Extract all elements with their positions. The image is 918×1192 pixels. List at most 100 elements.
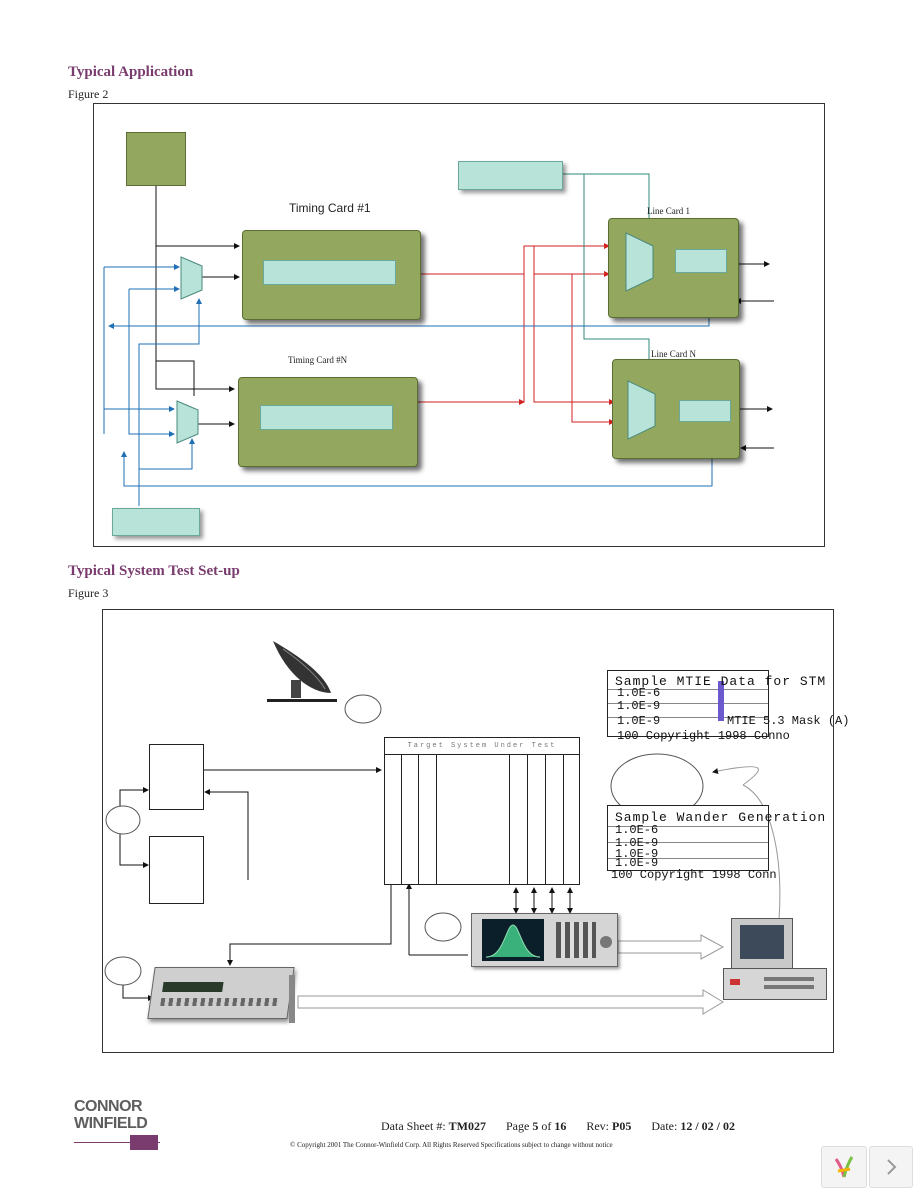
clock-circle-bottom [104, 956, 142, 986]
analyzer-keypad [556, 922, 596, 958]
divider [436, 754, 437, 884]
section-title-typical-application: Typical Application [68, 64, 194, 80]
divider [545, 754, 546, 884]
test-box-upper [149, 744, 204, 810]
logo-badge [130, 1135, 158, 1150]
mtie-chart-row: 1.0E-9 [617, 714, 661, 728]
divider [608, 717, 768, 718]
logo-rule [74, 1142, 160, 1143]
analyzer-screen [482, 919, 544, 961]
company-logo: CONNOR WINFIELD [74, 1098, 160, 1151]
line-card-n-mux [627, 380, 656, 440]
line-card-1 [608, 218, 739, 318]
divider [608, 858, 768, 859]
rev-label: Rev: [586, 1119, 609, 1133]
computer-base [723, 968, 827, 1000]
drive-slot [764, 985, 814, 989]
footer-data-line: Data Sheet #: TM027 Page 5 of 16 Rev: P0… [381, 1119, 735, 1134]
mtie-chart-panel [607, 670, 769, 737]
line-card-n-module [679, 400, 731, 422]
page-label: Page [506, 1119, 530, 1133]
date-label: Date: [651, 1119, 678, 1133]
figure-3-diagram: Target System Under Test Sample MTIE Dat… [102, 609, 849, 1053]
divider [608, 826, 768, 827]
wander-chart-row: 1.0E-9 [615, 847, 659, 861]
mux-1 [180, 256, 203, 300]
mtie-chart-row: 1.0E-9 [617, 699, 661, 713]
wander-chart-panel [607, 805, 769, 871]
page-total: 16 [554, 1119, 567, 1133]
external-reference-box [112, 508, 200, 536]
data-sheet-label: Data Sheet #: [381, 1119, 446, 1133]
satellite-dish-icon [267, 641, 337, 702]
monitor-screen [740, 925, 784, 959]
timing-card-1-title: Timing Card #1 [289, 201, 371, 215]
figure-2-label: Figure 2 [68, 87, 109, 101]
next-page-button[interactable] [869, 1146, 913, 1188]
logo-wave-mark [74, 1134, 160, 1151]
analyzer-knob [600, 936, 612, 948]
spectrum-analyzer [471, 913, 618, 967]
figure-2-diagram: Timing Card #1 Timing Card #N Line Card … [93, 103, 825, 547]
viewer-logo-icon [834, 1156, 854, 1178]
logo-connor: CONNOR [74, 1098, 143, 1115]
clock-circle-left [105, 805, 141, 835]
mtie-chart-row: 1.0E-6 [617, 686, 661, 700]
line-card-1-title: Line Card 1 [647, 206, 690, 216]
mtie-chart-row: MTIE 5.3 Mask (A) [727, 714, 850, 728]
divider [608, 689, 768, 690]
power-led [730, 979, 740, 985]
line-card-1-mux [625, 232, 654, 292]
rev-value: P05 [612, 1119, 632, 1133]
reference-source-box [126, 132, 186, 186]
divider [401, 754, 402, 884]
timing-card-n-title: Timing Card #N [288, 355, 348, 365]
counter-display [162, 982, 224, 992]
timing-card-n [238, 377, 418, 467]
frequency-counter [147, 967, 295, 1019]
drive-slot [764, 977, 814, 981]
line-card-1-module [675, 249, 727, 273]
timing-card-1 [242, 230, 421, 320]
timing-card-n-module [260, 405, 393, 430]
page-value: 5 [532, 1119, 539, 1133]
divider [608, 703, 768, 704]
divider [608, 842, 768, 843]
date-value: 12 / 02 / 02 [680, 1119, 736, 1133]
mtie-chart-row: 100 Copyright 1998 Conno [617, 729, 790, 743]
section-title-test-setup: Typical System Test Set-up [68, 563, 240, 579]
line-card-n-title: Line Card N [651, 349, 696, 359]
divider [418, 754, 419, 884]
analyzer-waveform [485, 924, 541, 958]
mtie-chart-title: Sample MTIE Data for STM [615, 674, 827, 689]
wander-chart-row: 1.0E-6 [615, 823, 659, 837]
divider [563, 754, 564, 884]
computer-monitor [731, 918, 793, 970]
test-box-lower [149, 836, 204, 904]
data-sheet-value: TM027 [448, 1119, 486, 1133]
target-system-title: Target System Under Test [385, 738, 579, 755]
divider [527, 754, 528, 884]
wander-chart-title: Sample Wander Generation [615, 810, 827, 825]
wander-chart-row: 1.0E-9 [615, 836, 659, 850]
line-card-n [612, 359, 740, 459]
wander-chart-row: 1.0E-9 [615, 856, 659, 870]
page-of: of [541, 1119, 552, 1133]
mux-n [176, 400, 199, 444]
counter-handle [289, 975, 295, 1023]
analyzer-circle [424, 912, 462, 942]
wander-chart-row: 100 Copyright 1998 Conn [611, 868, 777, 882]
timing-card-1-module [263, 260, 396, 285]
chevron-right-icon [887, 1159, 897, 1175]
figure-3-connections [119, 766, 781, 1015]
counter-buttons [160, 998, 280, 1006]
divider [509, 754, 510, 884]
target-system-box: Target System Under Test [384, 737, 580, 885]
viewer-logo-button[interactable] [821, 1146, 867, 1188]
system-reference-box [458, 161, 563, 190]
footer-copyright: © Copyright 2001 The Connor-Winfield Cor… [290, 1141, 613, 1149]
mtie-series-mark [718, 681, 724, 721]
logo-winfield: WINFIELD [74, 1115, 148, 1132]
figure-3-label: Figure 3 [68, 586, 109, 600]
gps-circle [344, 694, 382, 724]
